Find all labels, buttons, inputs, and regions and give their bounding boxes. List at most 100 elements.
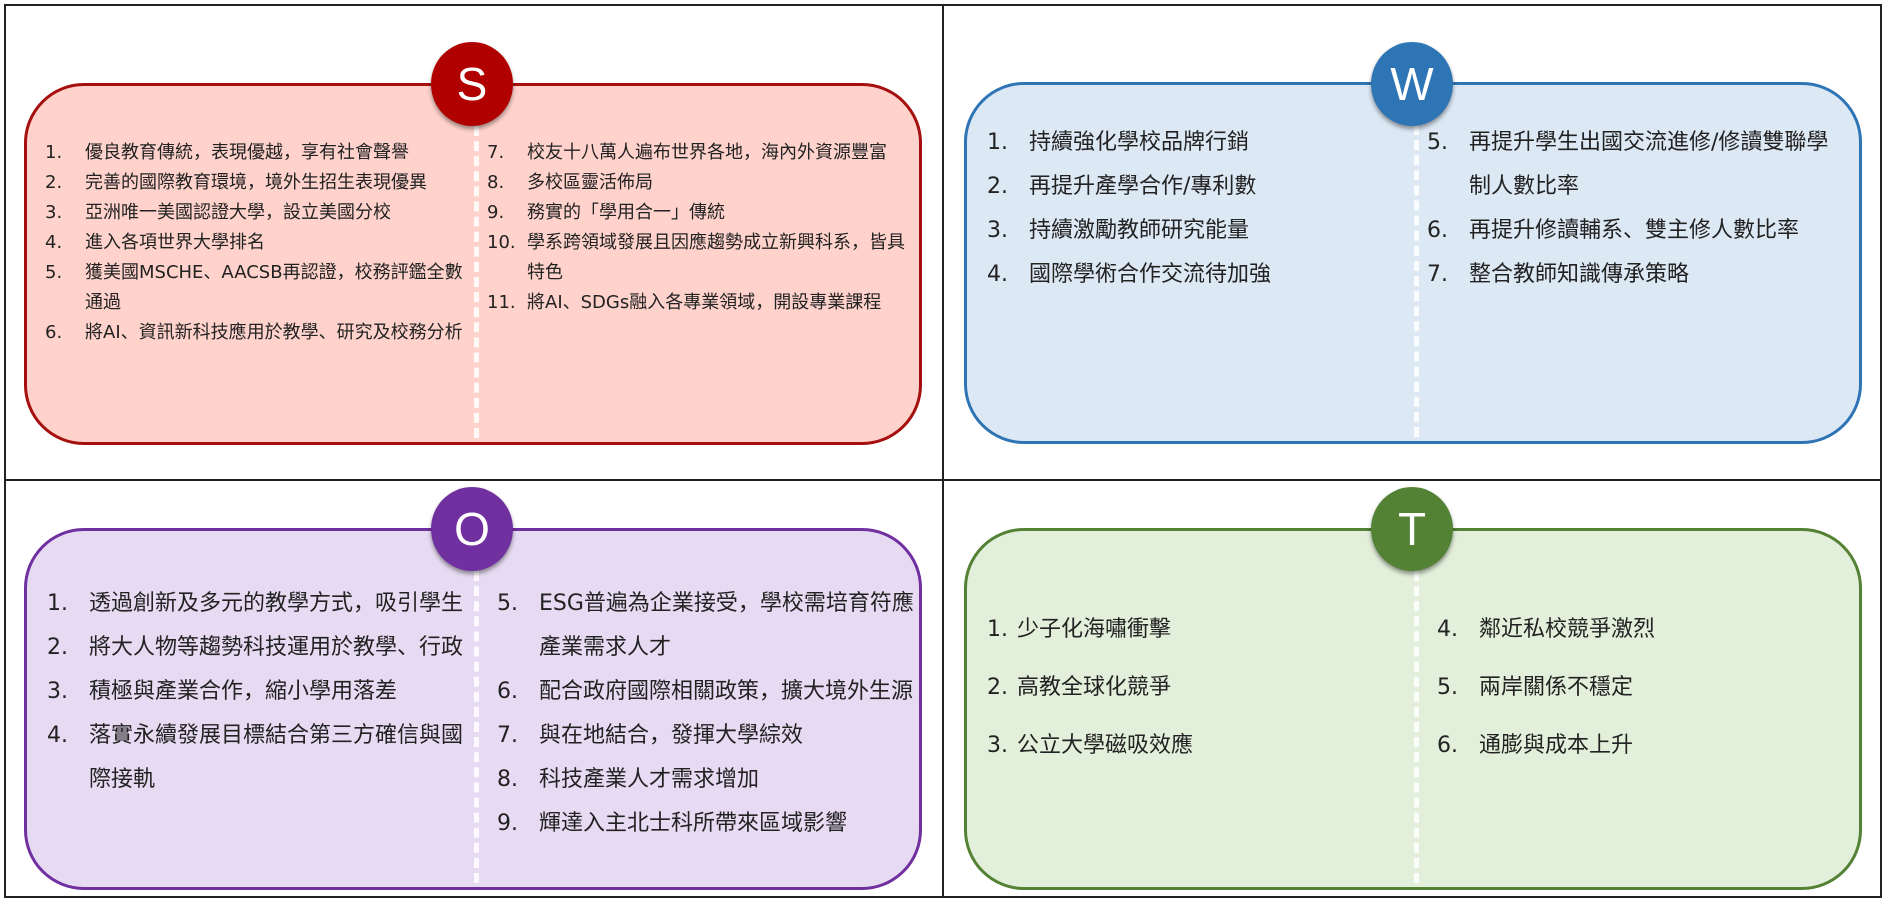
threats-left-list: 1. 少子化海嘯衝擊 2. 高教全球化競爭 3.公立大學磁吸效應: [987, 601, 1407, 775]
list-item: 11. 將AI、SDGs融入各專業領域，開設專業課程: [487, 288, 912, 318]
item-text: 再提升修讀輔系、雙主修人數比率: [1469, 218, 1800, 243]
threats-panel: 1. 少子化海嘯衝擊 2. 高教全球化競爭 3.公立大學磁吸效應 4. 鄰近私校競爭激烈 5…: [964, 528, 1862, 890]
item-text: ESG普遍為企業接受，學校需培育符應產業需求人才: [539, 591, 914, 660]
item-number: 5.: [1437, 675, 1458, 700]
item-text: 將AI、SDGs融入各專業領域，開設專業課程: [527, 292, 882, 313]
list-item: 2. 將大人物等趨勢科技運用於教學、行政: [47, 626, 472, 670]
item-text: 再提升學生出國交流進修/修讀雙聯學制人數比率: [1469, 130, 1829, 199]
item-text: 多校區靈活佈局: [527, 172, 653, 193]
item-number: 9.: [487, 202, 505, 223]
list-item: 3.公立大學磁吸效應: [987, 717, 1407, 775]
strengths-panel: 1. 優良教育傳統，表現優越，享有社會聲譽 2. 完善的國際教育環境，境外生招生表現優…: [24, 83, 922, 445]
item-text: 與在地結合，發揮大學綜效: [539, 723, 804, 748]
item-text: 進入各項世界大學排名: [85, 232, 265, 253]
item-text: 兩岸關係不穩定: [1479, 675, 1634, 700]
item-text: 持續激勵教師研究能量: [1029, 218, 1250, 243]
list-item: 1. 透過創新及多元的教學方式，吸引學生: [47, 582, 472, 626]
item-text: 鄰近私校競爭激烈: [1479, 617, 1656, 642]
list-item: 4.國際學術合作交流待加強: [987, 253, 1407, 297]
item-text: 落實永續發展目標結合第三方確信與國際接軌: [89, 723, 464, 792]
list-item: 5. 獲美國MSCHE、AACSB再認證，校務評鑑全數通過: [45, 258, 465, 318]
item-number: 1.: [987, 130, 1008, 155]
list-item: 7.校友十八萬人遍布世界各地，海內外資源豐富: [487, 138, 912, 168]
weaknesses-badge: W: [1371, 42, 1453, 126]
item-number: 4.: [47, 723, 68, 748]
list-item: 1.持續強化學校品牌行銷: [987, 121, 1407, 165]
list-item: 7. 與在地結合，發揮大學綜效: [497, 714, 917, 758]
item-number: 4.: [45, 232, 63, 253]
column-divider: [474, 571, 479, 883]
weaknesses-right-list: 5. 再提升學生出國交流進修/修讀雙聯學制人數比率 6.再提升修讀輔系、雙主修人數比…: [1427, 121, 1847, 297]
list-item: 2. 高教全球化競爭: [987, 659, 1407, 717]
list-item: 1. 少子化海嘯衝擊: [987, 601, 1407, 659]
item-number: 1.: [47, 591, 68, 616]
list-item: 5. ESG普遍為企業接受，學校需培育符應產業需求人才: [497, 582, 917, 670]
opportunities-right-list: 5. ESG普遍為企業接受，學校需培育符應產業需求人才 6. 配合政府國際相關政策，擴…: [497, 582, 917, 846]
item-text: 通膨與成本上升: [1479, 733, 1634, 758]
item-text: 整合教師知識傳承策略: [1469, 262, 1690, 287]
item-number: 6.: [1437, 733, 1458, 758]
item-text: 再提升產學合作/專利數: [1029, 174, 1257, 199]
list-item: 3.持續激勵教師研究能量: [987, 209, 1407, 253]
item-number: 2.: [45, 172, 63, 193]
item-number: 2.: [47, 635, 68, 660]
list-item: 4. 進入各項世界大學排名: [45, 228, 465, 258]
threats-badge: T: [1371, 487, 1453, 571]
item-text: 將AI、資訊新科技應用於教學、研究及校務分析: [85, 322, 463, 343]
item-text: 學系跨領域發展且因應趨勢成立新興科系，皆具特色: [527, 232, 905, 283]
item-number: 7.: [497, 723, 518, 748]
list-item: 1. 優良教育傳統，表現優越，享有社會聲譽: [45, 138, 465, 168]
item-number: 7.: [1427, 262, 1448, 287]
opportunities-left-list: 1. 透過創新及多元的教學方式，吸引學生 2. 將大人物等趨勢科技運用於教學、行政 3.…: [47, 582, 472, 802]
item-number: 1.: [45, 142, 63, 163]
item-number: 1.: [987, 617, 1008, 642]
item-text: 務實的「學用合一」傳統: [527, 202, 725, 223]
item-text: 獲美國MSCHE、AACSB再認證，校務評鑑全數通過: [85, 262, 463, 313]
item-number: 8.: [497, 767, 518, 792]
list-item: 6. 通膨與成本上升: [1437, 717, 1857, 775]
column-divider: [1414, 571, 1419, 883]
opportunities-panel: 1. 透過創新及多元的教學方式，吸引學生 2. 將大人物等趨勢科技運用於教學、行政 3.…: [24, 528, 922, 890]
item-number: 11.: [487, 292, 516, 313]
item-text: 國際學術合作交流待加強: [1029, 262, 1272, 287]
item-text: 少子化海嘯衝擊: [1017, 617, 1172, 642]
horizontal-divider: [4, 479, 1882, 481]
item-text: 完善的國際教育環境，境外生招生表現優異: [85, 172, 427, 193]
list-item: 3.亞洲唯一美國認證大學，設立美國分校: [45, 198, 465, 228]
list-item: 8. 多校區靈活佈局: [487, 168, 912, 198]
item-text: 優良教育傳統，表現優越，享有社會聲譽: [85, 142, 409, 163]
opportunities-badge: O: [431, 487, 513, 571]
item-number: 3.: [47, 679, 68, 704]
item-number: 4.: [1437, 617, 1458, 642]
list-item: 5. 再提升學生出國交流進修/修讀雙聯學制人數比率: [1427, 121, 1847, 209]
item-number: 6.: [45, 322, 63, 343]
item-text: 高教全球化競爭: [1017, 675, 1172, 700]
item-number: 3.: [987, 733, 1008, 758]
item-text: 將大人物等趨勢科技運用於教學、行政: [89, 635, 464, 660]
list-item: 8.科技產業人才需求增加: [497, 758, 917, 802]
vertical-divider: [942, 4, 944, 898]
item-number: 5.: [1427, 130, 1448, 155]
item-number: 3.: [45, 202, 63, 223]
item-text: 配合政府國際相關政策，擴大境外生源: [539, 679, 914, 704]
item-number: 5.: [497, 591, 518, 616]
list-item: 6. 將AI、資訊新科技應用於教學、研究及校務分析: [45, 318, 465, 348]
item-number: 5.: [45, 262, 63, 283]
list-item: 9. 務實的「學用合一」傳統: [487, 198, 912, 228]
item-number: 2.: [987, 675, 1008, 700]
list-item: 2. 再提升產學合作/專利數: [987, 165, 1407, 209]
item-number: 2.: [987, 174, 1008, 199]
list-item: 6.再提升修讀輔系、雙主修人數比率: [1427, 209, 1847, 253]
list-item: 6. 配合政府國際相關政策，擴大境外生源: [497, 670, 917, 714]
list-item: 4. 鄰近私校競爭激烈: [1437, 601, 1857, 659]
item-number: 10.: [487, 232, 516, 253]
list-item: 9.輝達入主北士科所帶來區域影響: [497, 802, 917, 846]
item-text: 透過創新及多元的教學方式，吸引學生: [89, 591, 464, 616]
item-number: 6.: [497, 679, 518, 704]
item-number: 8.: [487, 172, 505, 193]
column-divider: [1414, 125, 1419, 437]
list-item: 4. 落實永續發展目標結合第三方確信與國際接軌: [47, 714, 472, 802]
item-text: 積極與產業合作，縮小學用落差: [89, 679, 398, 704]
